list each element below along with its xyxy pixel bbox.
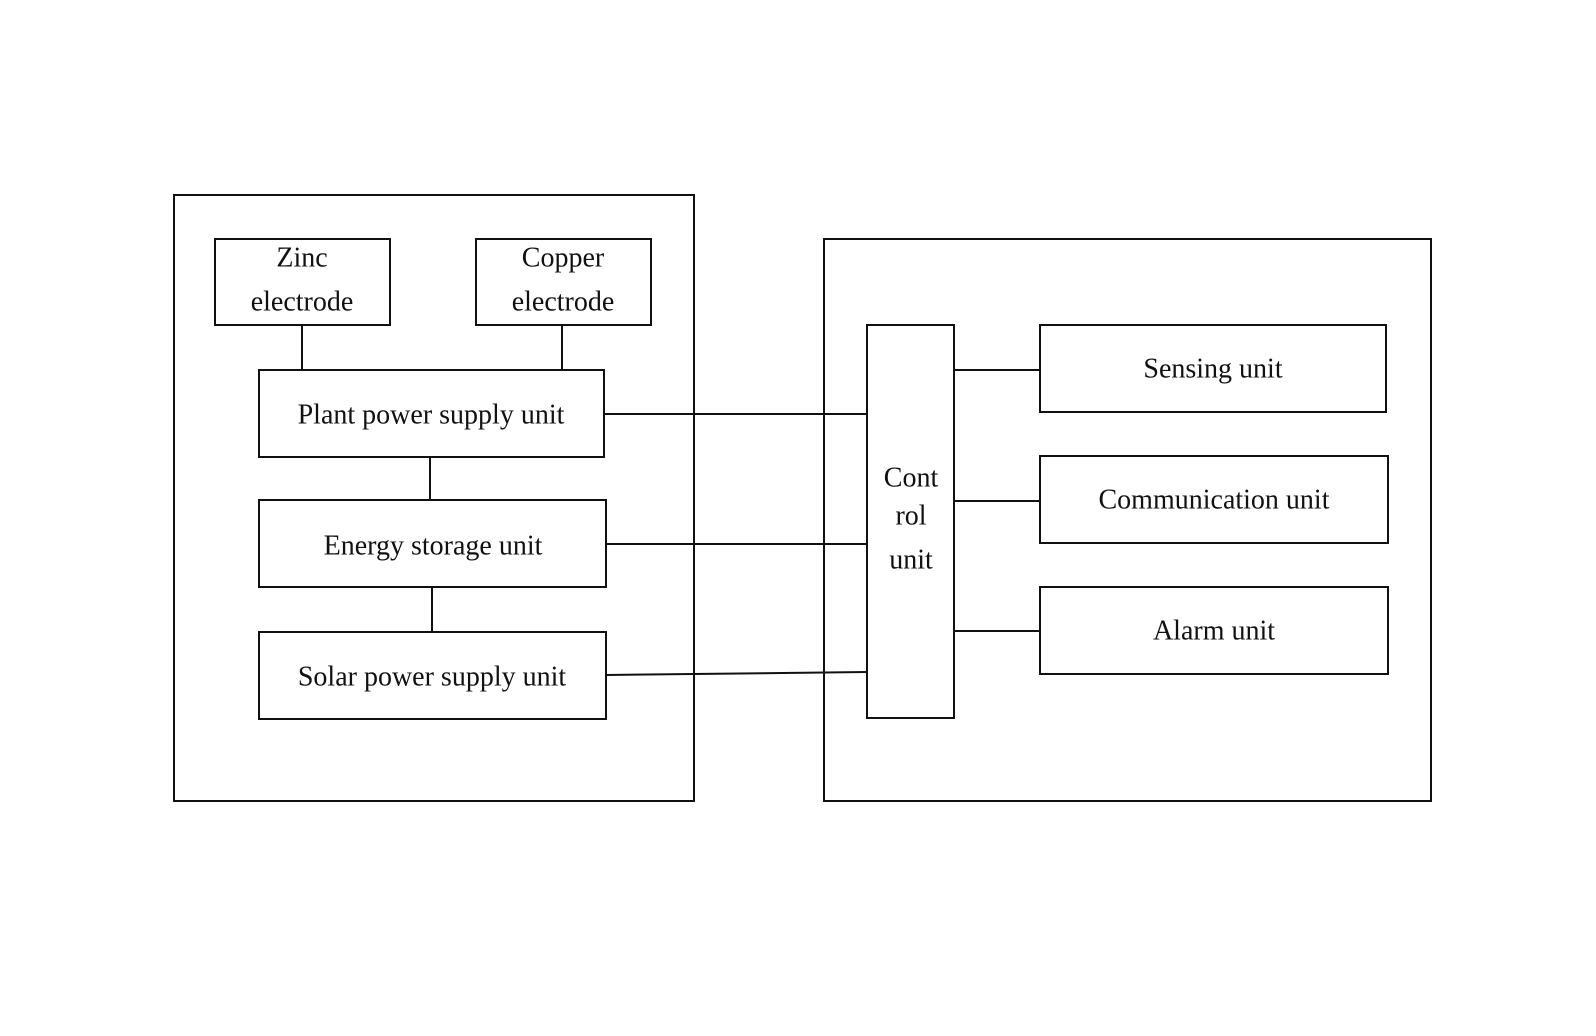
solar-to-control-connector — [605, 671, 868, 676]
plant-power-supply-unit-label: Plant power supply unit — [298, 399, 565, 430]
power-supply-group-frame — [173, 194, 695, 802]
energy-storage-unit-label: Energy storage unit — [324, 530, 543, 561]
control-unit-label-line2: rol — [895, 500, 926, 531]
zinc-electrode-label-line1: Zinc — [276, 242, 327, 273]
zinc-electrode-label-line2: electrode — [251, 286, 354, 317]
plant-power-supply-unit-block: Plant power supply unit — [258, 369, 605, 458]
control-unit-block: Cont rol unit — [866, 324, 955, 719]
copper-electrode-label-line1: Copper — [522, 242, 605, 273]
zinc-electrode-block: Zinc electrode — [214, 238, 391, 326]
alarm-unit-block: Alarm unit — [1039, 586, 1389, 675]
control-unit-label-line1: Cont — [884, 462, 939, 493]
copper-electrode-label-line2: electrode — [512, 286, 615, 317]
sensing-unit-label: Sensing unit — [1143, 353, 1282, 384]
sensing-unit-block: Sensing unit — [1039, 324, 1387, 413]
solar-power-supply-unit-block: Solar power supply unit — [258, 631, 607, 720]
alarm-unit-label: Alarm unit — [1153, 615, 1275, 646]
solar-power-supply-unit-label: Solar power supply unit — [298, 661, 567, 692]
communication-unit-label: Communication unit — [1099, 484, 1330, 515]
copper-electrode-block: Copper electrode — [475, 238, 652, 326]
control-unit-label-line3: unit — [889, 544, 933, 575]
monitoring-group-frame — [823, 238, 1432, 802]
communication-unit-block: Communication unit — [1039, 455, 1389, 544]
energy-storage-unit-block: Energy storage unit — [258, 499, 607, 588]
